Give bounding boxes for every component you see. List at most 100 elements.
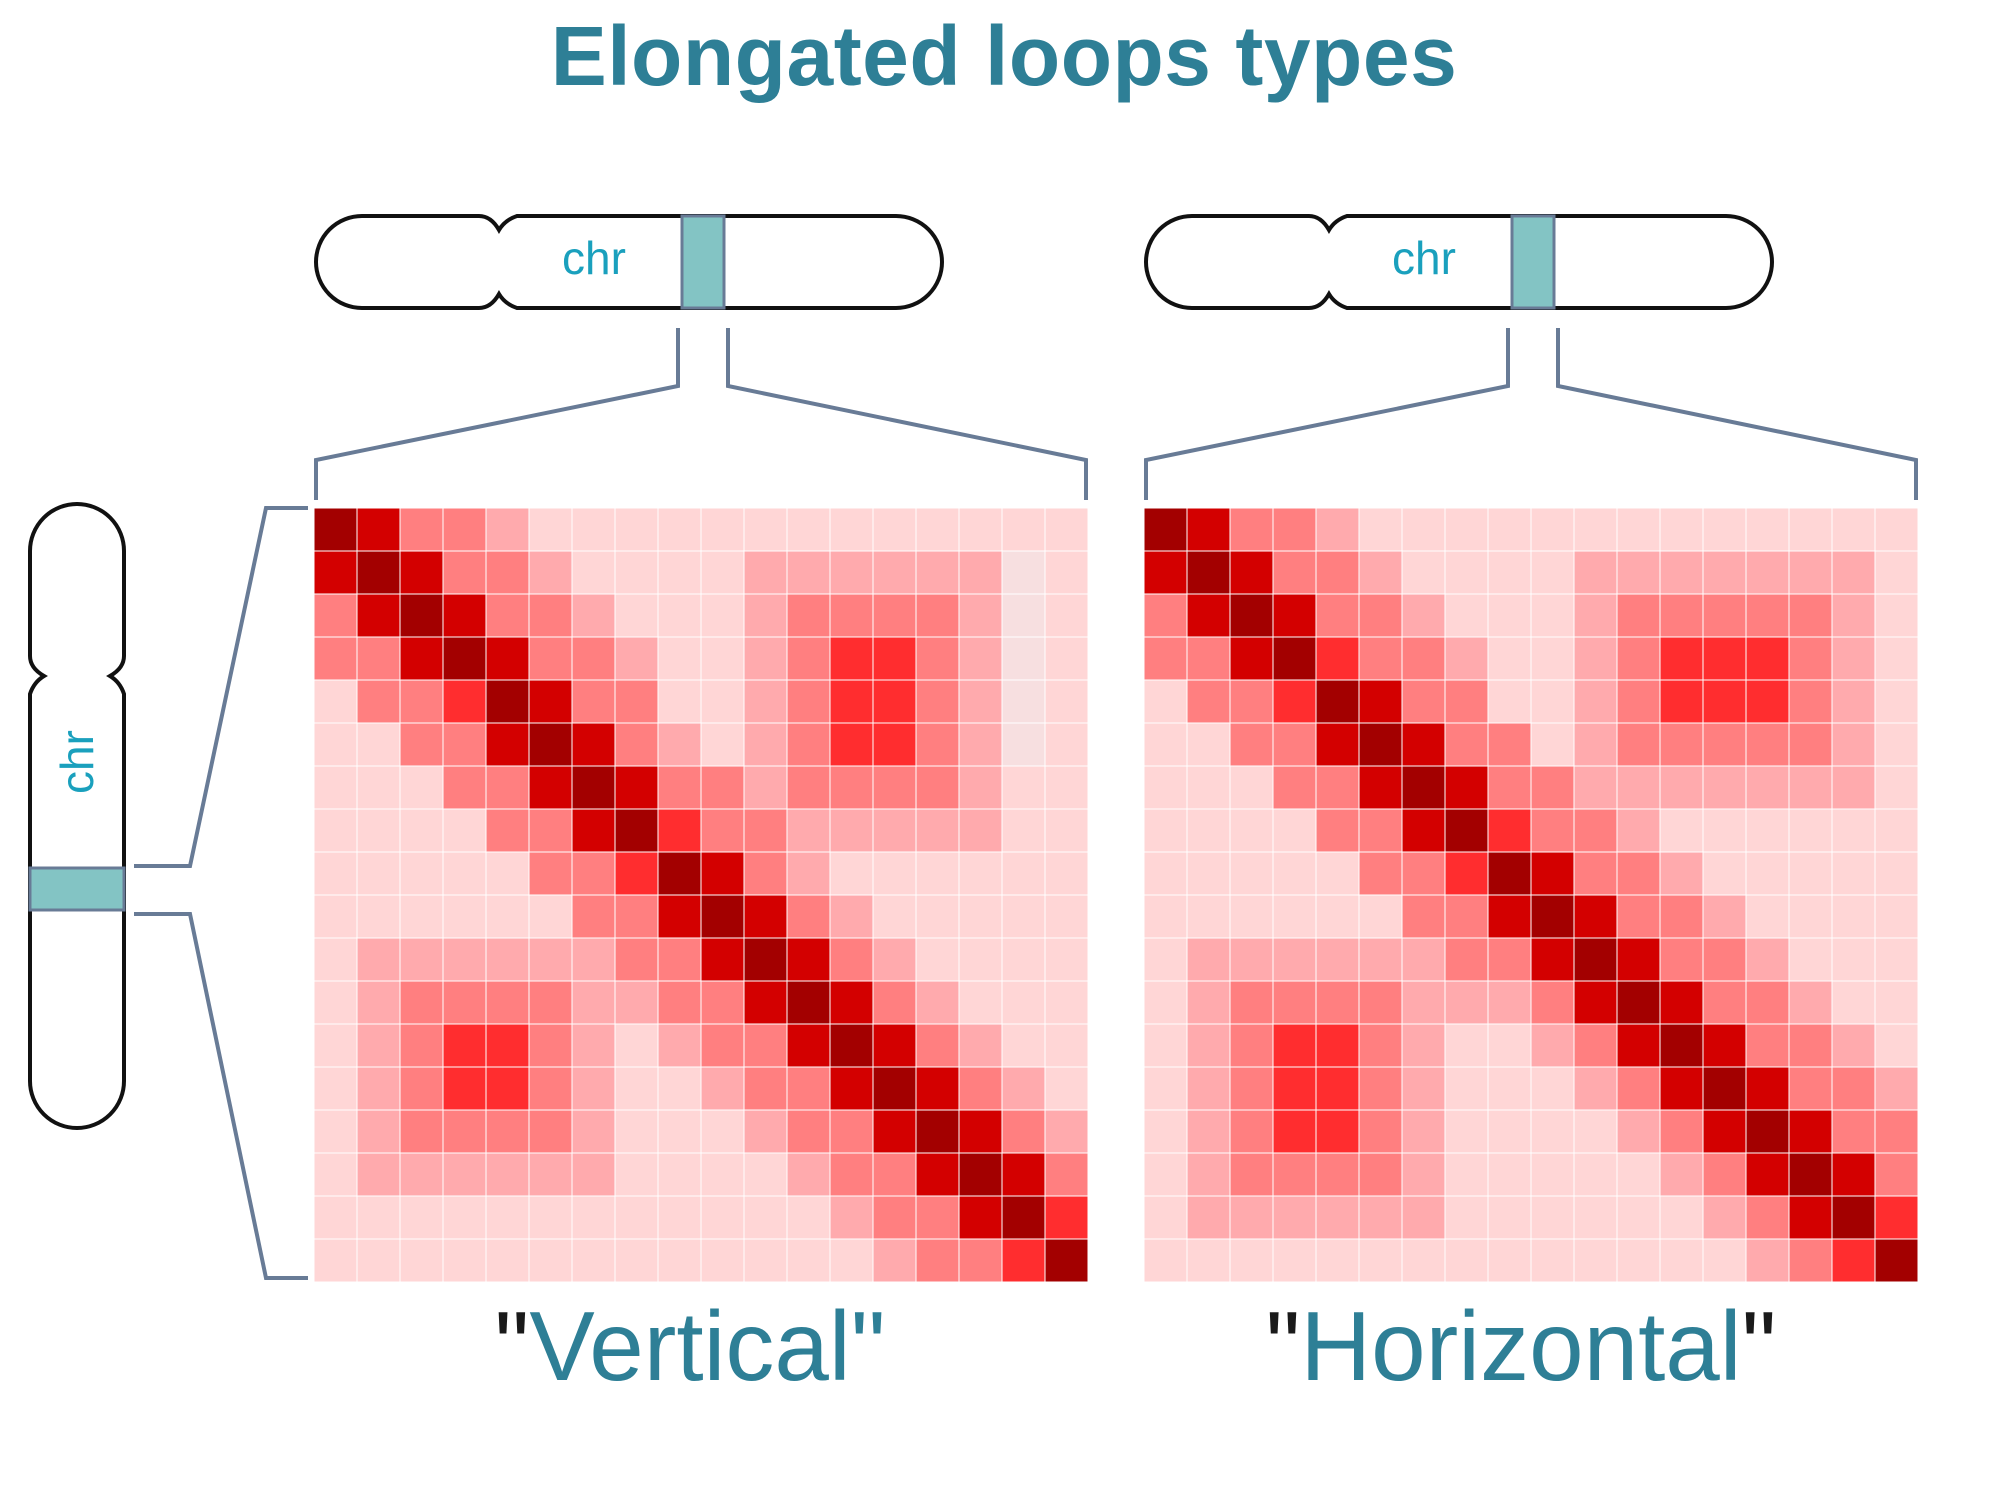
panel-vertical-matrix-cell <box>399 851 444 896</box>
panel-vertical-matrix-cell <box>743 507 788 552</box>
panel-vertical-matrix-cell <box>399 1152 444 1197</box>
panel-horizontal-matrix-cell <box>1530 593 1575 638</box>
panel-horizontal-matrix-cell <box>1186 980 1231 1025</box>
panel-vertical-matrix-cell <box>313 980 358 1025</box>
panel-horizontal-matrix-cell <box>1874 894 1919 939</box>
panel-horizontal-matrix-cell <box>1143 808 1188 853</box>
panel-vertical-matrix-cell <box>829 636 874 681</box>
panel-horizontal-matrix-cell <box>1143 550 1188 595</box>
panel-horizontal-matrix-cell <box>1831 722 1876 767</box>
panel-vertical-matrix-cell <box>614 894 659 939</box>
panel-horizontal-matrix-cell <box>1229 980 1274 1025</box>
panel-horizontal-matrix-cell <box>1358 550 1403 595</box>
panel-horizontal-matrix-cell <box>1702 937 1747 982</box>
panel-vertical-matrix-cell <box>915 1152 960 1197</box>
panel-vertical-matrix-cell <box>313 1023 358 1068</box>
panel-vertical-matrix-cell <box>313 679 358 724</box>
panel-vertical-matrix-cell <box>528 851 573 896</box>
panel-horizontal-matrix-cell <box>1315 1238 1360 1283</box>
panel-vertical-matrix-cell <box>700 550 745 595</box>
panel-vertical-matrix-cell <box>657 980 702 1025</box>
panel-horizontal-matrix-cell <box>1788 550 1833 595</box>
panel-vertical-matrix-cell <box>614 1152 659 1197</box>
panel-horizontal-matrix-cell <box>1401 1195 1446 1240</box>
panel-vertical-matrix-cell <box>829 593 874 638</box>
panel-horizontal-matrix-cell <box>1659 1066 1704 1111</box>
panel-vertical-matrix-cell <box>829 550 874 595</box>
panel-horizontal-matrix-cell <box>1487 937 1532 982</box>
panel-horizontal-matrix-cell <box>1272 1195 1317 1240</box>
panel-vertical-matrix-cell <box>872 679 917 724</box>
panel-vertical-matrix-cell <box>614 1109 659 1154</box>
panel-horizontal-matrix-cell <box>1831 1152 1876 1197</box>
panel-vertical-matrix-cell <box>614 550 659 595</box>
panel-vertical-matrix-cell <box>614 937 659 982</box>
panel-horizontal-matrix-cell <box>1616 937 1661 982</box>
panel-horizontal-matrix-cell <box>1444 636 1489 681</box>
panel-horizontal-matrix-cell <box>1315 1195 1360 1240</box>
panel-horizontal-matrix-cell <box>1702 894 1747 939</box>
panel-vertical-matrix-cell <box>786 1238 831 1283</box>
panel-vertical-matrix-cell <box>743 937 788 982</box>
panel-vertical-matrix-cell <box>915 507 960 552</box>
panel-vertical-matrix-cell <box>442 636 487 681</box>
panel-vertical-matrix-cell <box>657 1109 702 1154</box>
panel-vertical-matrix-cell <box>485 679 530 724</box>
panel-vertical-matrix-cell <box>485 1066 530 1111</box>
panel-horizontal-matrix-cell <box>1444 1238 1489 1283</box>
panel-horizontal-matrix-cell <box>1573 1152 1618 1197</box>
panel-vertical-matrix-cell <box>442 765 487 810</box>
panel-horizontal-bracket-right <box>1556 328 1918 500</box>
panel-vertical-matrix-cell <box>614 679 659 724</box>
panel-horizontal-matrix-cell <box>1573 765 1618 810</box>
panel-vertical-matrix-cell <box>614 722 659 767</box>
panel-horizontal-matrix-cell <box>1444 1109 1489 1154</box>
caption-horizontal-close-quote: " <box>1741 1291 1777 1401</box>
panel-vertical-matrix-cell <box>915 1238 960 1283</box>
panel-horizontal-matrix-cell <box>1874 1152 1919 1197</box>
panel-horizontal-matrix-cell <box>1229 1195 1274 1240</box>
panel-horizontal-matrix-cell <box>1143 679 1188 724</box>
panel-vertical-matrix-cell <box>743 679 788 724</box>
panel-horizontal-matrix-cell <box>1401 894 1446 939</box>
panel-vertical-matrix-cell <box>958 636 1003 681</box>
panel-vertical-matrix-cell <box>442 507 487 552</box>
panel-horizontal-matrix-cell <box>1143 1109 1188 1154</box>
panel-vertical-matrix-cell <box>657 679 702 724</box>
panel-horizontal-matrix-cell <box>1530 851 1575 896</box>
panel-vertical-matrix-cell <box>743 636 788 681</box>
panel-horizontal-matrix-cell <box>1272 1023 1317 1068</box>
panel-horizontal-matrix-cell <box>1229 1023 1274 1068</box>
panel-vertical-matrix-cell <box>528 1195 573 1240</box>
panel-vertical-matrix-cell <box>958 851 1003 896</box>
panel-horizontal-matrix-cell <box>1229 636 1274 681</box>
panel-horizontal-matrix-cell <box>1315 507 1360 552</box>
panel-vertical-matrix-cell <box>399 593 444 638</box>
panel-horizontal-matrix-cell <box>1272 593 1317 638</box>
panel-vertical-matrix-cell <box>872 550 917 595</box>
panel-vertical-matrix-cell <box>786 593 831 638</box>
panel-vertical-matrix-cell <box>915 550 960 595</box>
panel-horizontal-matrix-cell <box>1401 1023 1446 1068</box>
panel-vertical-matrix-cell <box>442 894 487 939</box>
panel-vertical-matrix-cell <box>829 851 874 896</box>
panel-horizontal-matrix-cell <box>1315 1152 1360 1197</box>
panel-horizontal-matrix-cell <box>1745 507 1790 552</box>
panel-horizontal-matrix-cell <box>1401 937 1446 982</box>
panel-horizontal-matrix-cell <box>1444 679 1489 724</box>
panel-vertical-bracket-left <box>314 328 680 500</box>
panel-vertical-chromosome-outline <box>314 214 944 310</box>
panel-horizontal-matrix-cell <box>1659 1238 1704 1283</box>
panel-horizontal-matrix-cell <box>1702 851 1747 896</box>
panel-vertical-matrix-cell <box>614 1023 659 1068</box>
panel-horizontal-matrix-cell <box>1874 550 1919 595</box>
panel-vertical-matrix-cell <box>485 851 530 896</box>
panel-vertical-matrix-cell <box>915 980 960 1025</box>
panel-vertical-matrix-cell <box>313 1238 358 1283</box>
panel-horizontal-matrix-cell <box>1487 765 1532 810</box>
panel-horizontal-matrix-cell <box>1573 507 1618 552</box>
panel-vertical-matrix-cell <box>571 980 616 1025</box>
panel-vertical-matrix-cell <box>442 1195 487 1240</box>
panel-horizontal-matrix-cell <box>1659 980 1704 1025</box>
